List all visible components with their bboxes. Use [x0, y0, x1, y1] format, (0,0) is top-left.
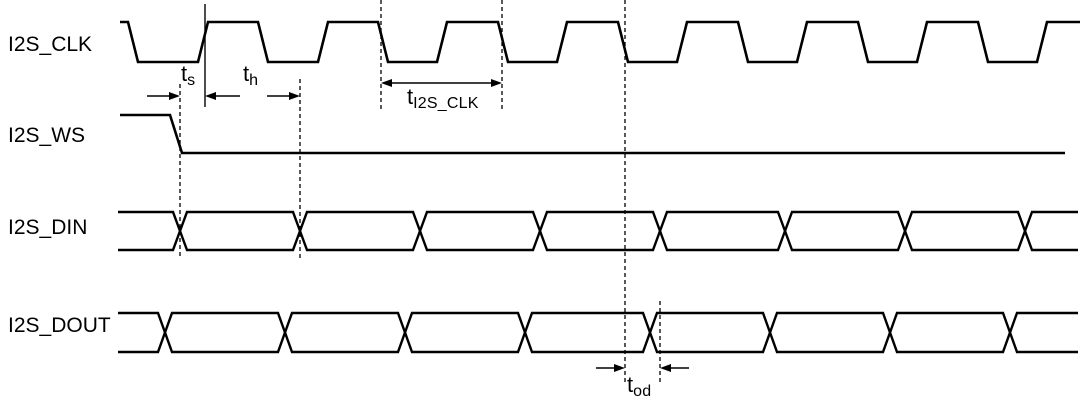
t-i2s-clk-main: t [407, 84, 414, 109]
ts-main: t [181, 61, 188, 86]
t-i2s-clk-sub: I2S_CLK [413, 95, 479, 112]
arrowhead-icon [491, 79, 502, 87]
arrowhead-icon [660, 364, 671, 372]
i2s-ws-waveform [120, 113, 1065, 155]
i2s-clk-waveform [120, 20, 1080, 64]
th-main: t [243, 61, 250, 86]
ts-annotation: ts [181, 63, 195, 89]
signal-label-i2s-din: I2S_DIN [8, 216, 88, 239]
tod-main: t [627, 372, 634, 397]
arrowhead-icon [289, 92, 300, 100]
t-i2s-clk-annotation: tI2S_CLK [407, 86, 479, 112]
signal-label-i2s-dout: I2S_DOUT [8, 314, 111, 337]
th-annotation: th [243, 63, 258, 89]
i2s-din-waveform [118, 210, 1078, 252]
arrowhead-icon [169, 92, 180, 100]
arrowhead-icon [381, 79, 392, 87]
guide-lines [179, 0, 661, 383]
signal-label-i2s-ws: I2S_WS [8, 124, 86, 147]
th-sub: h [249, 72, 259, 89]
dimension-arrows [147, 79, 689, 372]
ts-sub: s [187, 72, 196, 89]
arrowhead-icon [205, 92, 216, 100]
i2s-dout-waveform [118, 311, 1078, 354]
tod-annotation: tod [627, 374, 651, 400]
arrowhead-icon [614, 364, 625, 372]
tod-sub: od [633, 383, 652, 400]
signal-label-i2s-clk: I2S_CLK [8, 33, 93, 56]
